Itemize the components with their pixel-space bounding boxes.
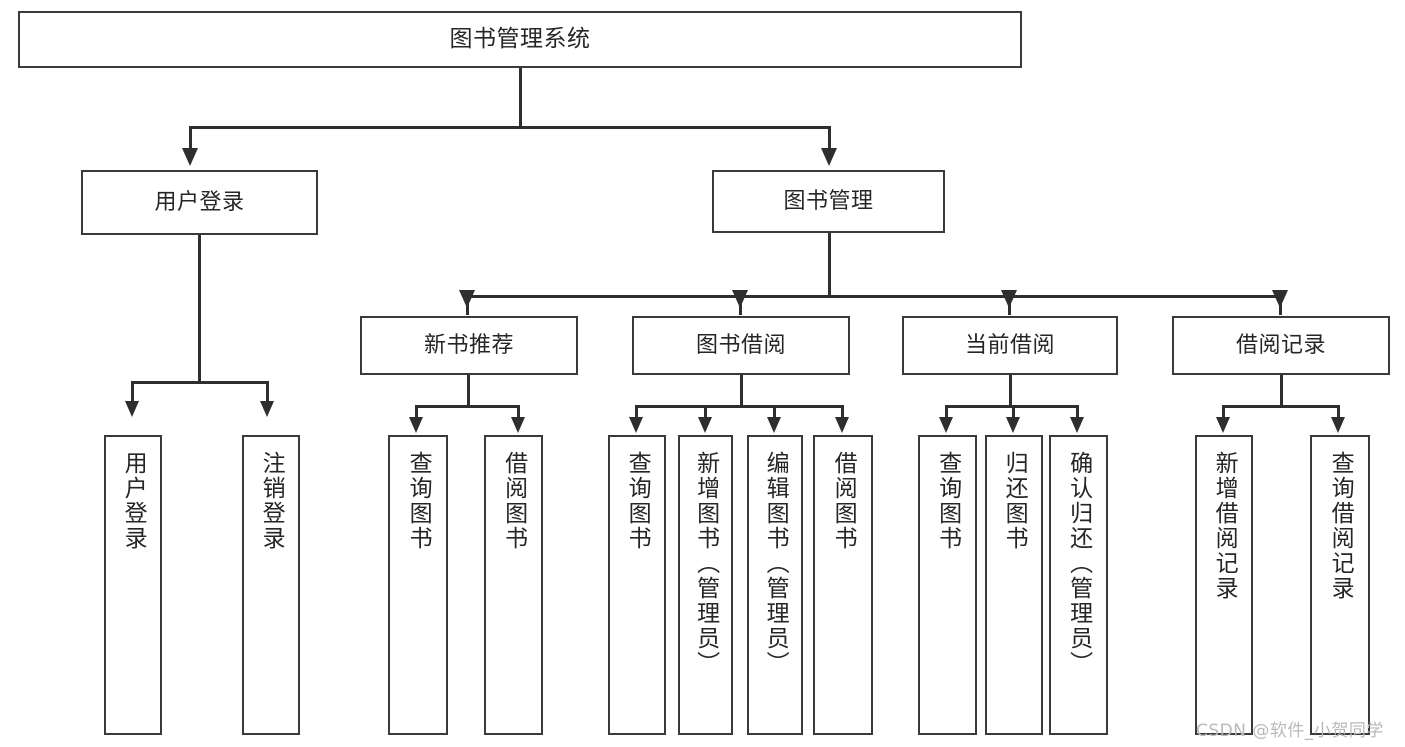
node-label: 新增图书（管理员） <box>692 451 719 676</box>
arrow-to-new-book-recommend <box>459 290 475 308</box>
arrow-to-leaf-borrow-book-2 <box>835 417 849 433</box>
connector-cb-stem <box>1009 375 1012 407</box>
connector-root-drop-left <box>189 126 192 150</box>
arrow-to-leaf-logout-login <box>260 401 274 417</box>
connector-root-stem <box>519 68 522 128</box>
connector-bb-drop-4 <box>841 405 844 419</box>
connector-user-login-drop-2 <box>266 381 269 403</box>
node-user-login[interactable]: 用户登录 <box>81 170 318 235</box>
connector-cb-drop-1 <box>945 405 948 419</box>
node-leaf-user-login[interactable]: 用户登录 <box>104 435 162 735</box>
node-leaf-query-book-2[interactable]: 查询图书 <box>608 435 666 735</box>
node-label: 查询图书 <box>934 451 961 551</box>
arrow-to-leaf-query-book-3 <box>939 417 953 433</box>
node-label: 图书借阅 <box>695 332 786 358</box>
connector-nbr-bar <box>415 405 520 408</box>
connector-bb-stem <box>740 375 743 407</box>
node-leaf-query-record[interactable]: 查询借阅记录 <box>1310 435 1370 735</box>
arrow-to-leaf-user-login <box>125 401 139 417</box>
connector-cb-drop-3 <box>1076 405 1079 419</box>
connector-nbr-drop-2 <box>517 405 520 419</box>
node-label: 注销登录 <box>258 451 285 551</box>
node-borrow-record[interactable]: 借阅记录 <box>1172 316 1390 375</box>
node-label: 图书管理系统 <box>449 25 591 52</box>
connector-bb-drop-2 <box>704 405 707 419</box>
node-label: 确认归还（管理员） <box>1065 451 1092 676</box>
connector-user-login-bar <box>131 381 266 384</box>
node-label: 借阅图书 <box>500 451 527 551</box>
node-leaf-borrow-book-2[interactable]: 借阅图书 <box>813 435 873 735</box>
connector-user-login-drop-1 <box>131 381 134 403</box>
arrow-to-leaf-edit-book <box>767 417 781 433</box>
csdn-watermark: CSDN @软件_小贺同学 <box>1196 721 1384 741</box>
node-root-book-management-system[interactable]: 图书管理系统 <box>18 11 1022 68</box>
arrow-to-leaf-add-book <box>698 417 712 433</box>
node-new-book-recommend[interactable]: 新书推荐 <box>360 316 578 375</box>
node-leaf-edit-book[interactable]: 编辑图书（管理员） <box>747 435 803 735</box>
arrow-to-book-borrow <box>732 290 748 308</box>
node-label: 查询图书 <box>624 451 651 551</box>
connector-br-drop-1 <box>1222 405 1225 419</box>
node-book-manage[interactable]: 图书管理 <box>712 170 945 233</box>
connector-bb-drop-1 <box>635 405 638 419</box>
connector-br-bar <box>1222 405 1340 408</box>
node-label: 编辑图书（管理员） <box>762 451 789 676</box>
node-label: 借阅图书 <box>830 451 857 551</box>
node-leaf-add-book[interactable]: 新增图书（管理员） <box>678 435 733 735</box>
connector-book-manage-stem <box>828 233 831 297</box>
node-label: 用户登录 <box>120 451 147 551</box>
node-label: 查询图书 <box>405 451 432 551</box>
node-label: 新增借阅记录 <box>1211 451 1238 601</box>
arrow-to-book-manage <box>821 148 837 166</box>
connector-root-drop-right <box>828 126 831 150</box>
node-label: 用户登录 <box>154 189 245 215</box>
node-leaf-logout-login[interactable]: 注销登录 <box>242 435 300 735</box>
connector-nbr-drop-1 <box>415 405 418 419</box>
connector-cb-drop-2 <box>1012 405 1015 419</box>
connector-book-manage-bar <box>466 295 1281 298</box>
node-label: 借阅记录 <box>1235 332 1326 358</box>
arrow-to-leaf-add-record <box>1216 417 1230 433</box>
connector-cb-bar <box>945 405 1078 408</box>
arrow-to-leaf-confirm-return <box>1070 417 1084 433</box>
node-current-borrow[interactable]: 当前借阅 <box>902 316 1118 375</box>
connector-root-bar <box>189 126 831 129</box>
node-label: 归还图书 <box>1001 451 1028 551</box>
connector-br-stem <box>1280 375 1283 407</box>
node-book-borrow[interactable]: 图书借阅 <box>632 316 850 375</box>
node-label: 查询借阅记录 <box>1327 451 1354 601</box>
arrow-to-leaf-query-book-1 <box>409 417 423 433</box>
arrow-to-leaf-borrow-book-1 <box>511 417 525 433</box>
node-leaf-confirm-return[interactable]: 确认归还（管理员） <box>1049 435 1108 735</box>
node-leaf-borrow-book-1[interactable]: 借阅图书 <box>484 435 543 735</box>
node-leaf-add-record[interactable]: 新增借阅记录 <box>1195 435 1253 735</box>
connector-user-login-stem <box>198 235 201 383</box>
connector-nbr-stem <box>467 375 470 407</box>
node-leaf-return-book[interactable]: 归还图书 <box>985 435 1043 735</box>
node-leaf-query-book-1[interactable]: 查询图书 <box>388 435 448 735</box>
arrow-to-user-login <box>182 148 198 166</box>
node-leaf-query-book-3[interactable]: 查询图书 <box>918 435 977 735</box>
connector-bb-bar <box>635 405 844 408</box>
node-label: 新书推荐 <box>423 332 514 358</box>
arrow-to-current-borrow <box>1001 290 1017 308</box>
arrow-to-leaf-query-record <box>1331 417 1345 433</box>
arrow-to-leaf-query-book-2 <box>629 417 643 433</box>
arrow-to-borrow-record <box>1272 290 1288 308</box>
arrow-to-leaf-return-book <box>1006 417 1020 433</box>
node-label: 当前借阅 <box>964 332 1055 358</box>
connector-br-drop-2 <box>1337 405 1340 419</box>
node-label: 图书管理 <box>783 188 874 214</box>
connector-bb-drop-3 <box>773 405 776 419</box>
